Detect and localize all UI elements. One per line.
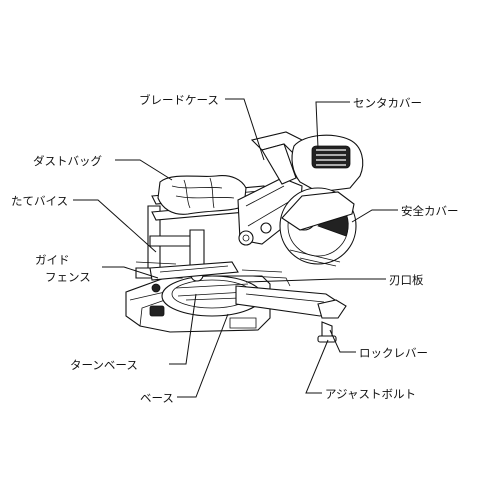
- label-safety-cover: 安全カバー: [401, 204, 459, 218]
- blade-assembly: [279, 187, 357, 267]
- label-guide-fence-line1: ガイド: [35, 253, 70, 267]
- label-vertical-vise: たてバイス: [11, 194, 68, 208]
- label-lock-lever: ロックレバー: [359, 346, 428, 360]
- turn-base-arm: [235, 285, 347, 319]
- dust-bag-part: [157, 175, 247, 215]
- label-turn-base: ターンベース: [70, 358, 138, 372]
- leader-kerf-board: [245, 278, 386, 283]
- label-base: ベース: [140, 391, 174, 405]
- leader-vertical-vise: [73, 199, 157, 253]
- lock-lever-part: [317, 321, 337, 343]
- leader-lines: [73, 98, 398, 398]
- label-guide-fence-line2: フェンス: [45, 270, 91, 284]
- leader-base: [177, 313, 229, 398]
- label-dust-bag: ダストバッグ: [33, 154, 102, 168]
- miter-saw-illustration: [125, 131, 364, 343]
- label-adjust-bolt: アジャストボルト: [325, 387, 416, 401]
- leader-lock-lever: [329, 329, 356, 353]
- saw-arm: [237, 177, 303, 246]
- kerf-board-area: [241, 269, 291, 287]
- leader-adjust-bolt: [305, 339, 329, 394]
- leader-safety-cover: [351, 209, 398, 223]
- motor-housing: [291, 134, 364, 193]
- part-labels: ブレードケース センタカバー ダストバッグ たてバイス ガイド フェンス 安全カ…: [11, 93, 459, 405]
- leader-blade-case: [225, 98, 265, 161]
- leader-turn-base: [169, 293, 197, 365]
- label-center-cover: センタカバー: [353, 96, 422, 110]
- label-kerf-board: 刃口板: [389, 273, 424, 287]
- leader-guide-fence: [102, 266, 159, 279]
- leader-dust-bag: [115, 159, 173, 181]
- leader-center-cover: [315, 101, 350, 149]
- label-blade-case: ブレードケース: [139, 93, 219, 107]
